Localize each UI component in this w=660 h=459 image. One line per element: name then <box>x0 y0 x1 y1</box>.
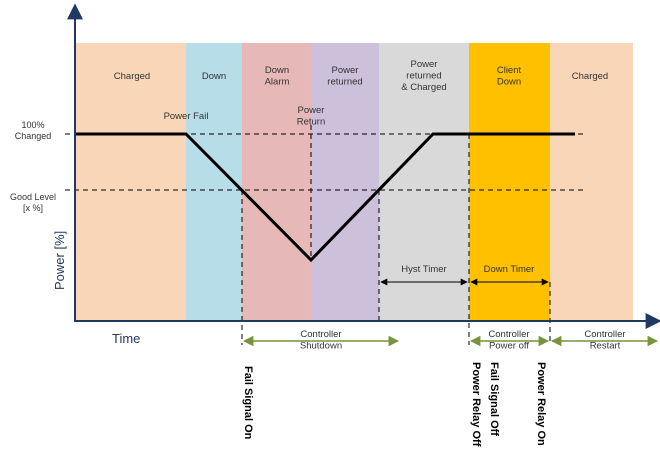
hyst-timer-label: Hyst Timer <box>401 264 446 275</box>
event-fail-signal-on: Fail Signal On <box>242 366 254 440</box>
phase-band-down-alarm <box>242 43 311 321</box>
phase-label-charged-1: Charged <box>114 71 150 82</box>
phase-band-power-returned <box>311 43 379 321</box>
phase-band-client-down <box>469 43 550 321</box>
phase-band-power-returned-charged <box>379 43 469 321</box>
phase-band-charged-2 <box>550 43 633 321</box>
y-label-100-changed: 100%Changed <box>15 120 52 141</box>
event-fail-signal-off: Fail Signal Off <box>488 362 500 436</box>
power-fail-label: Power Fail <box>164 111 209 122</box>
x-axis-label: Time <box>112 331 140 346</box>
y-label-good-level: Good Level[x %] <box>10 192 56 213</box>
phase-label-down: Down <box>202 71 226 82</box>
event-power-relay-on: Power Relay On <box>535 362 547 446</box>
down-timer-label: Down Timer <box>484 264 535 275</box>
y-axis-label: Power [%] <box>52 231 67 290</box>
power-level-curve <box>75 132 575 263</box>
event-power-relay-off: Power Relay Off <box>470 362 482 447</box>
phase-label-charged-2: Charged <box>572 71 608 82</box>
phase-band-charged-1 <box>75 43 186 321</box>
